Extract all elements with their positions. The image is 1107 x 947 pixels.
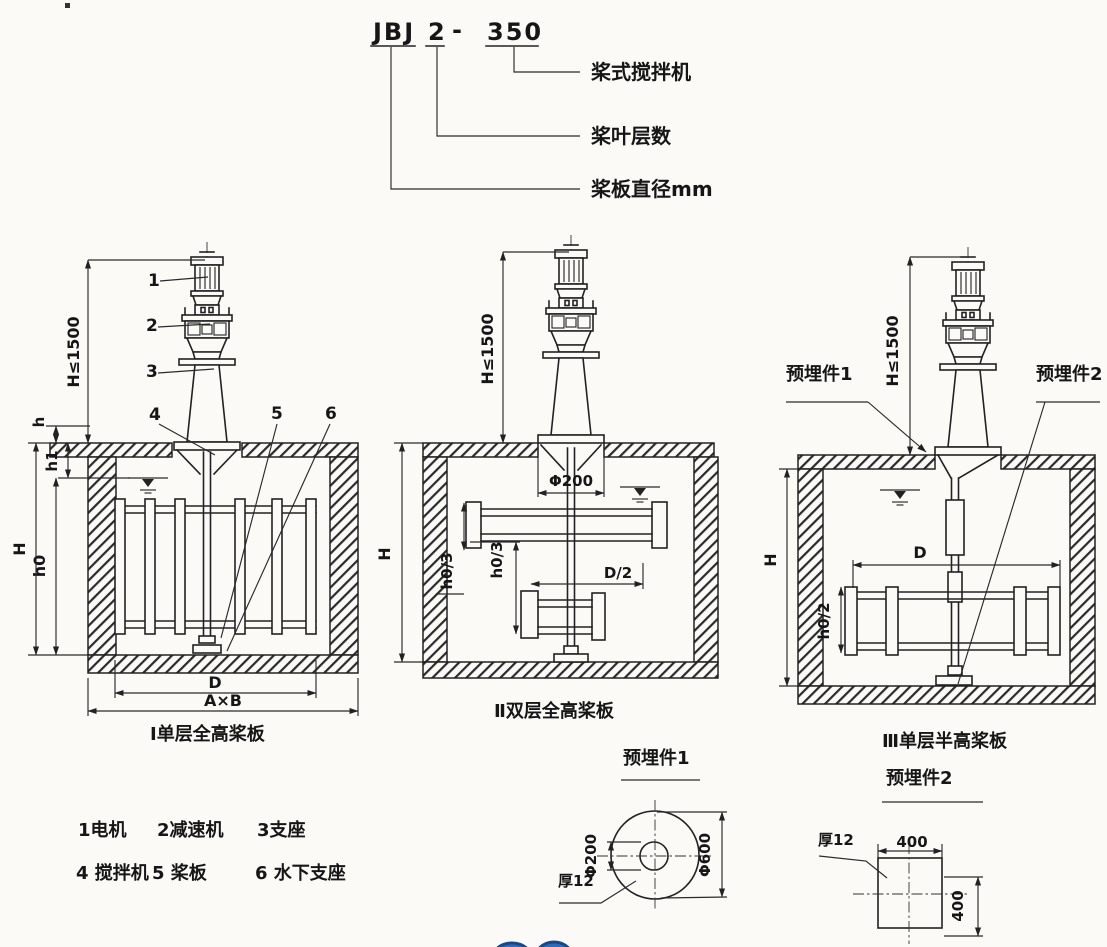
model-series-text: JBJ — [371, 18, 415, 46]
dim-height-limit-3: H≤1500 — [883, 315, 902, 386]
dim-h0: h0 — [30, 555, 49, 578]
paddle-assembly-1 — [114, 498, 317, 654]
dim-opening-phi200: Φ200 — [549, 472, 593, 490]
dim-half-D: D/2 — [604, 564, 632, 582]
model-diameter-text: 350 — [487, 18, 543, 46]
diagram-3-single-half: D h0/2 H H≤1500 预埋件1 预埋件2 Ⅲ单层半高桨板 — [761, 246, 1103, 752]
dim-H-3: H — [761, 553, 780, 566]
legend-item-reducer: 2减速机 — [157, 819, 224, 841]
caption-diagram-2: Ⅱ双层全高桨板 — [494, 700, 615, 722]
dim-embed1-inner: Φ200 — [582, 834, 600, 878]
callout-line-type — [513, 47, 580, 73]
dim-D-1: D — [208, 673, 221, 692]
dim-h0-3-upper: h0/3 — [438, 552, 456, 589]
model-layers-text: 2 — [428, 18, 447, 46]
paddle-upper-2 — [465, 501, 668, 549]
dim-h0-2: h0/2 — [815, 602, 833, 639]
part-number-3: 3 — [146, 362, 158, 382]
dim-h: h — [30, 417, 48, 428]
legend-item-support: 3支座 — [257, 819, 306, 841]
dim-h0-3-lower: h0/3 — [488, 541, 506, 578]
dim-embed1-outer: Φ600 — [696, 833, 714, 877]
diagram-2-double-full: Φ200 h0/3 h0/3 D/2 — [375, 234, 719, 722]
dim-H-1: H — [10, 542, 29, 555]
caption-diagram-3: Ⅲ单层半高桨板 — [882, 730, 1008, 752]
dim-height-limit-2: H≤1500 — [478, 313, 497, 384]
parts-legend: 1电机 2减速机 3支座 4 搅拌机 5 桨板 6 水下支座 — [76, 819, 346, 884]
embed-detail-1: 预埋件1 Φ200 Φ600 厚12 — [558, 747, 728, 910]
blue-stamp-fragment — [496, 940, 570, 947]
scan-artifact-dot — [65, 3, 70, 8]
diagram-1-single-full: H≤1500 h h1 h0 H D A×B 1 2 3 4 5 6 Ⅰ单层全高… — [10, 241, 359, 745]
callout-type-label: 桨式搅拌机 — [591, 60, 691, 84]
caption-diagram-1: Ⅰ单层全高桨板 — [150, 723, 266, 745]
callout-diameter-label: 桨板直径mm — [591, 177, 713, 201]
dim-embed2-width: 400 — [896, 833, 927, 851]
legend-item-motor: 1电机 — [78, 819, 127, 841]
legend-item-paddle: 5 桨板 — [152, 862, 208, 884]
part-number-4: 4 — [149, 405, 161, 425]
dim-embed1-thickness: 厚12 — [558, 872, 594, 890]
paddle-assembly-3 — [844, 586, 1061, 686]
dim-AxB: A×B — [204, 691, 242, 710]
model-designation: JBJ 2 - 350 桨式搅拌机 桨叶层数 桨板直径mm — [370, 16, 713, 201]
callout-line-layers — [436, 47, 580, 137]
dim-D-3: D — [913, 543, 926, 562]
callout-layers-label: 桨叶层数 — [591, 124, 672, 148]
callout-line-diameter — [390, 47, 580, 190]
dim-embed2-thickness: 厚12 — [818, 831, 854, 849]
legend-item-agitator: 4 搅拌机 — [76, 862, 149, 884]
dim-H-2: H — [375, 547, 394, 560]
paddle-lower-2 — [520, 590, 606, 641]
embed1-leader-label: 预埋件1 — [786, 363, 853, 385]
embed-detail-2-title: 预埋件2 — [886, 767, 953, 789]
part-number-2: 2 — [146, 316, 158, 336]
dim-height-limit-1: H≤1500 — [64, 316, 83, 387]
dim-embed2-height: 400 — [949, 890, 967, 921]
part-number-5: 5 — [271, 404, 283, 424]
legend-item-underwater-support: 6 水下支座 — [255, 862, 346, 884]
embed2-square-plate — [877, 857, 943, 929]
embed-detail-2: 预埋件2 400 400 厚12 — [818, 767, 983, 944]
model-separator-text: - — [452, 16, 464, 44]
part-number-6: 6 — [325, 404, 337, 424]
embed-detail-1-title: 预埋件1 — [623, 747, 690, 769]
embed2-leader-label: 预埋件2 — [1036, 363, 1103, 385]
part-number-1: 1 — [148, 271, 160, 291]
dim-h1: h1 — [43, 450, 61, 471]
